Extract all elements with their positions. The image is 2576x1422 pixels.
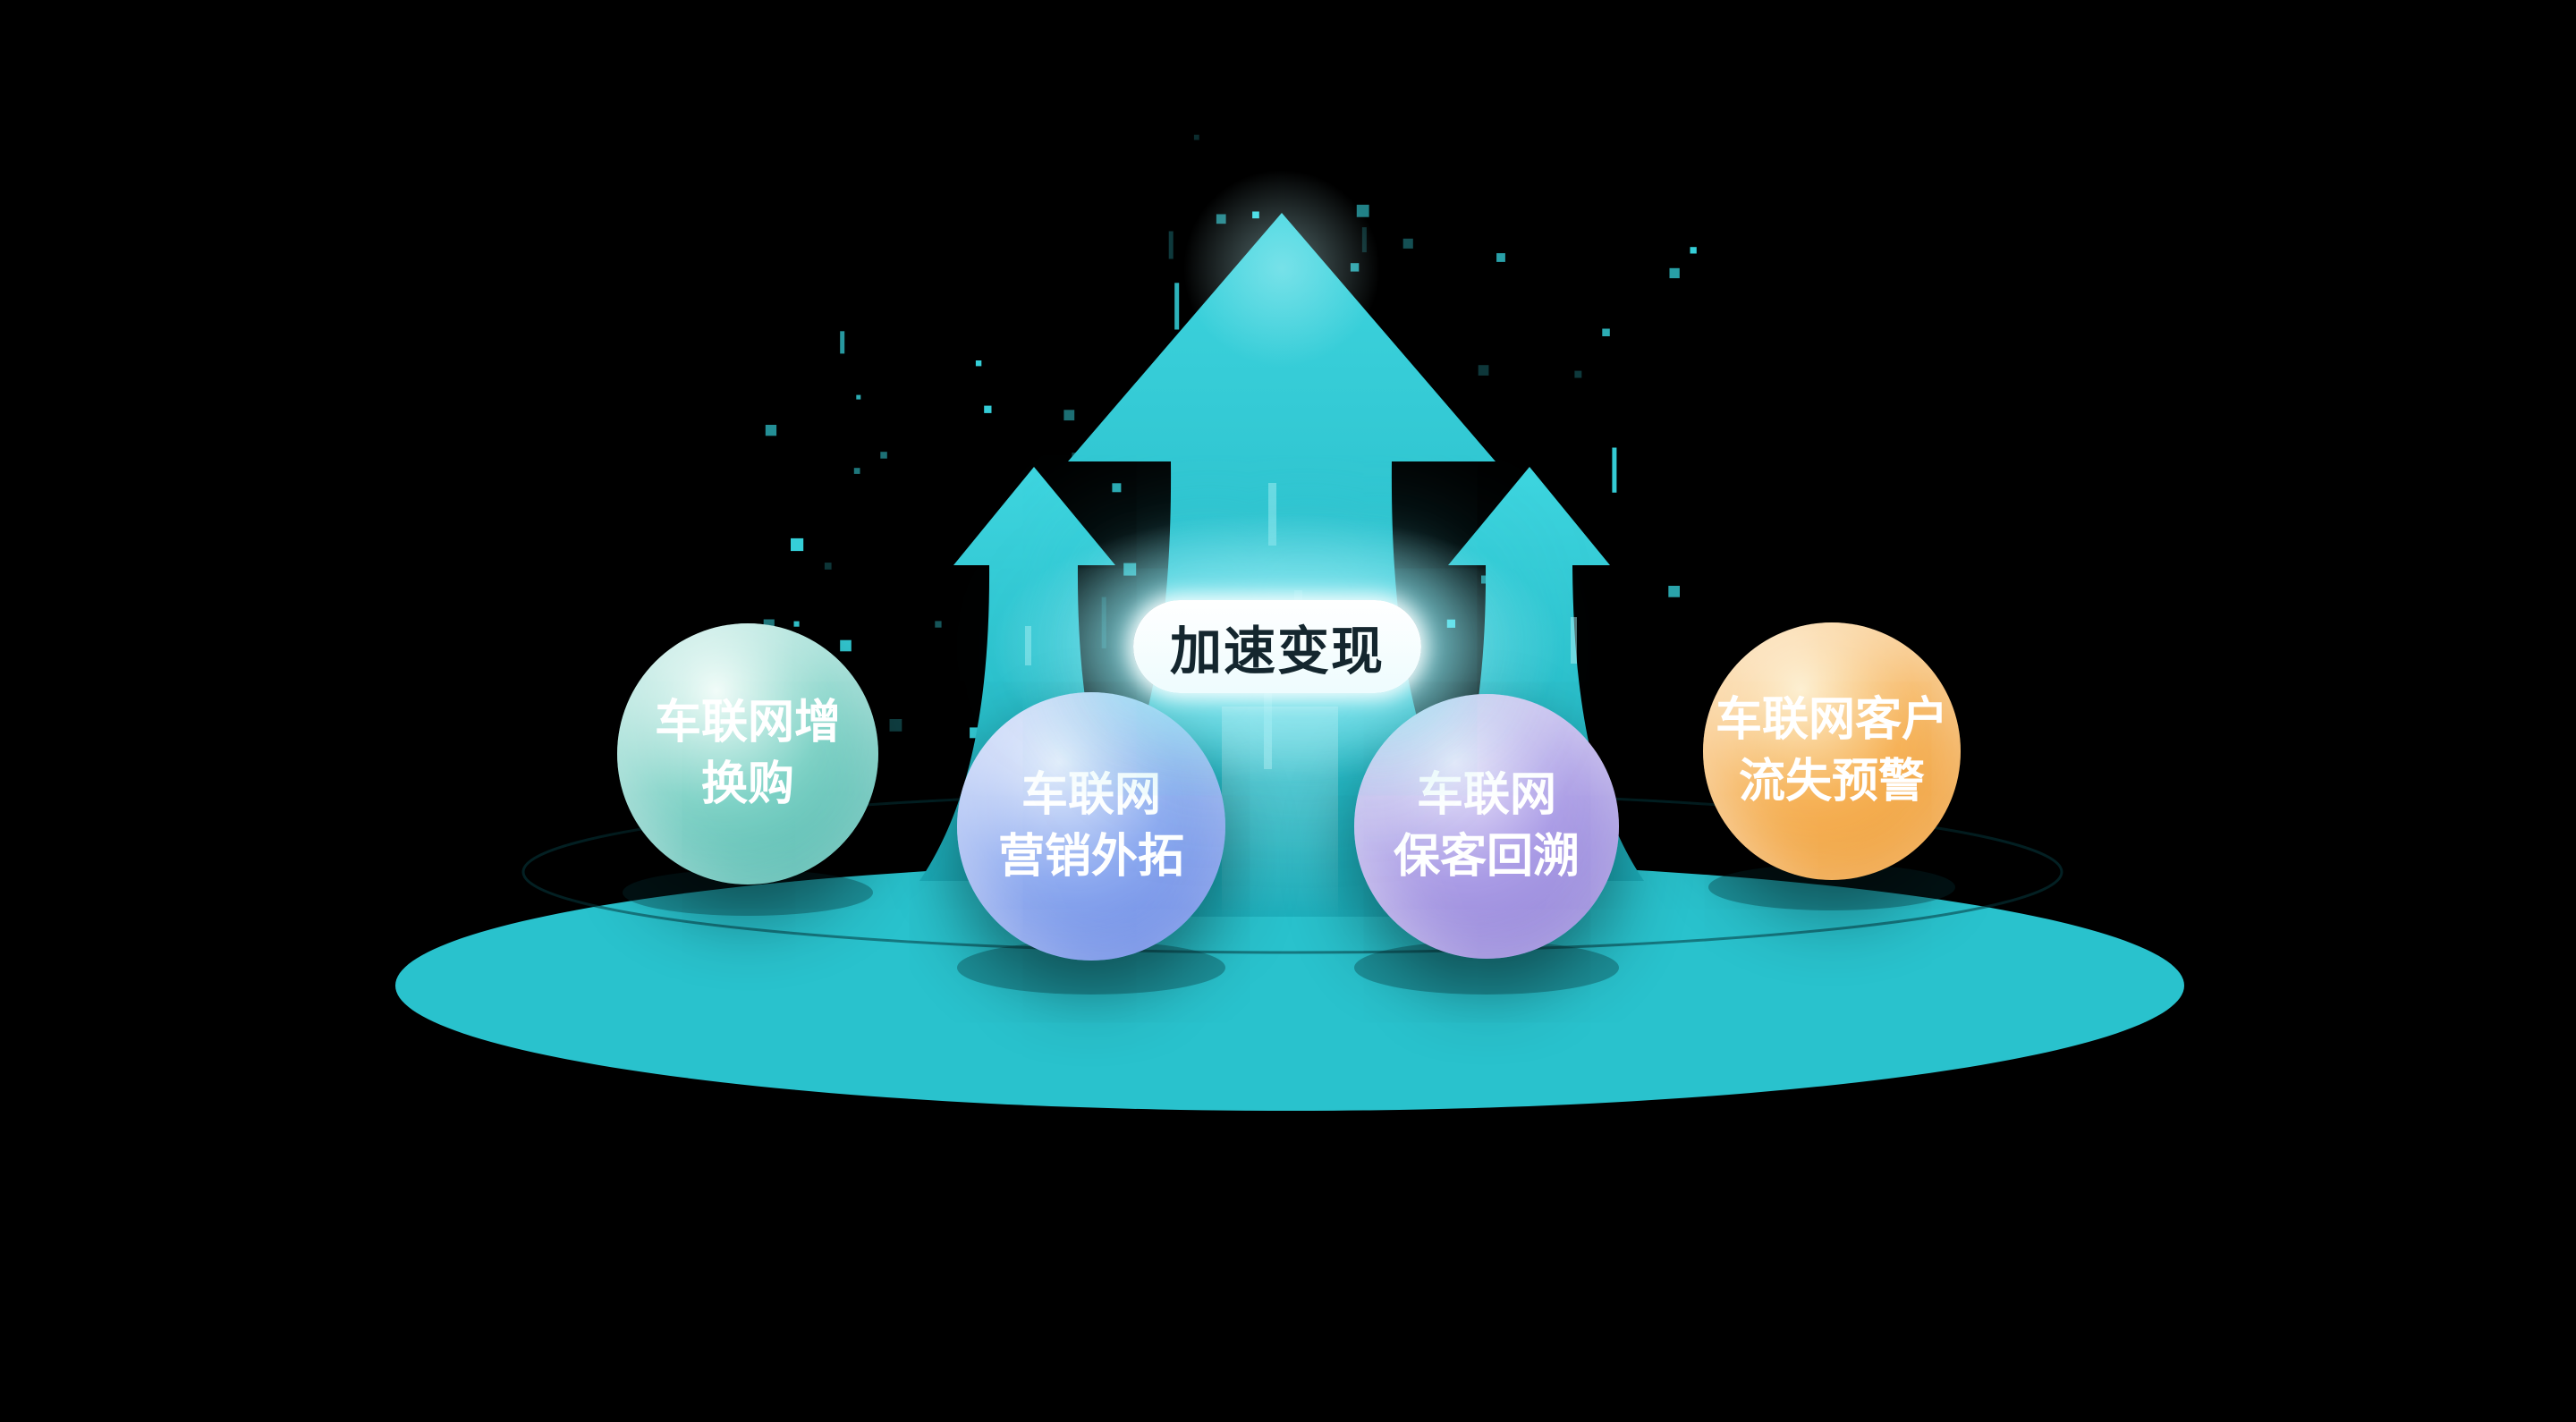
- sphere-iov-customer-retention: 车联网 保客回溯: [1354, 694, 1619, 959]
- sphere-label-line: 营销外拓: [997, 831, 1184, 883]
- sphere-iov-marketing-expansion: 车联网 营销外拓: [957, 692, 1225, 961]
- center-label-light-streak: [1222, 707, 1338, 921]
- sphere-label-line: 车联网: [1021, 769, 1161, 822]
- sphere-iov-trade-in-upgrade: 车联网增 换购: [617, 623, 878, 885]
- platform-ellipse: [395, 860, 2184, 1111]
- sphere-label-line: 保客回溯: [1393, 831, 1580, 883]
- center-label-text: 加速变现: [1169, 622, 1385, 681]
- sphere-label-line: 车联网增: [654, 697, 841, 749]
- sphere-label-line: 流失预警: [1738, 756, 1925, 808]
- sphere-label-line: 车联网客户: [1715, 694, 1948, 747]
- sphere-iov-churn-warning: 车联网客户 流失预警: [1703, 622, 1961, 880]
- arrow-tip-glow: [1183, 170, 1380, 367]
- sphere-label-line: 车联网: [1416, 769, 1556, 822]
- center-label-pill: 加速变现: [1133, 600, 1421, 693]
- sphere-shadows: [623, 864, 1955, 995]
- sphere-label-line: 换购: [700, 758, 794, 810]
